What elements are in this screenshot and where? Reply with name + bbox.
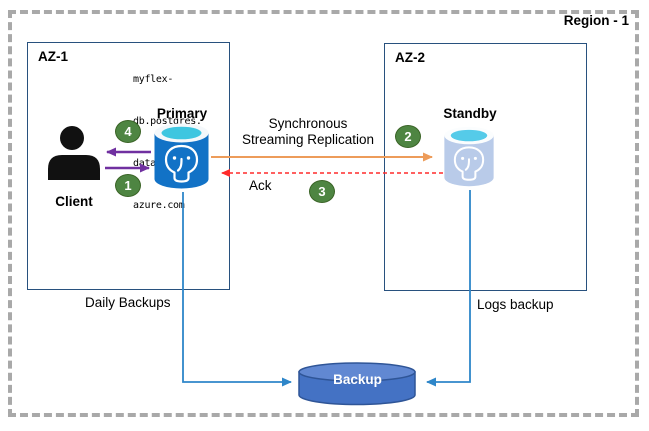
az2-label: AZ-2	[395, 50, 425, 65]
step-badge-2: 2	[395, 125, 421, 148]
fqdn-line-4: azure.com	[133, 200, 185, 211]
step-badge-1: 1	[115, 174, 141, 197]
az1-label: AZ-1	[38, 49, 68, 64]
region-boundary	[8, 10, 639, 417]
client-label: Client	[55, 194, 93, 209]
logs-backup-label: Logs backup	[477, 297, 554, 312]
standby-label: Standby	[443, 106, 497, 121]
primary-label: Primary	[156, 106, 208, 121]
ack-label: Ack	[249, 178, 272, 193]
az2-box: AZ-2	[384, 43, 587, 291]
replication-label: Synchronous Streaming Replication	[225, 116, 391, 147]
replication-label-line1: Synchronous	[268, 116, 348, 131]
region-label: Region - 1	[563, 13, 629, 28]
fqdn-line-1: myflex-	[133, 74, 174, 85]
elephant-glyph	[453, 146, 485, 181]
backup-cylinder-icon	[298, 362, 416, 406]
replication-label-line2: Streaming Replication	[241, 131, 375, 147]
standby-postgres-db-icon	[444, 126, 494, 187]
step-badge-3: 3	[309, 180, 335, 203]
client-person-icon	[48, 126, 100, 180]
step-badge-4: 4	[115, 120, 141, 143]
primary-postgres-db-icon	[154, 123, 209, 189]
fqdn-line-2: db.postgres.	[133, 116, 202, 127]
daily-backups-label: Daily Backups	[85, 295, 171, 310]
az1-box: AZ-1	[27, 42, 230, 290]
elephant-glyph	[164, 144, 199, 183]
backup-label: Backup	[333, 372, 382, 387]
